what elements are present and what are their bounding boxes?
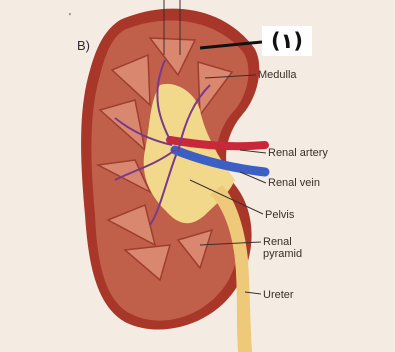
leader-renal-artery <box>240 150 266 153</box>
label-pelvis: Pelvis <box>265 209 294 221</box>
panel-letter: B) <box>77 40 90 52</box>
label-renal-pyramid: Renal pyramid <box>263 236 311 260</box>
marker-label: (١) <box>262 26 312 56</box>
label-medulla: Medulla <box>258 69 297 81</box>
label-renal-artery: Renal artery <box>268 147 328 159</box>
label-renal-vein: Renal vein <box>268 177 320 189</box>
label-ureter: Ureter <box>263 289 294 301</box>
tick-mark: ' <box>69 12 71 24</box>
